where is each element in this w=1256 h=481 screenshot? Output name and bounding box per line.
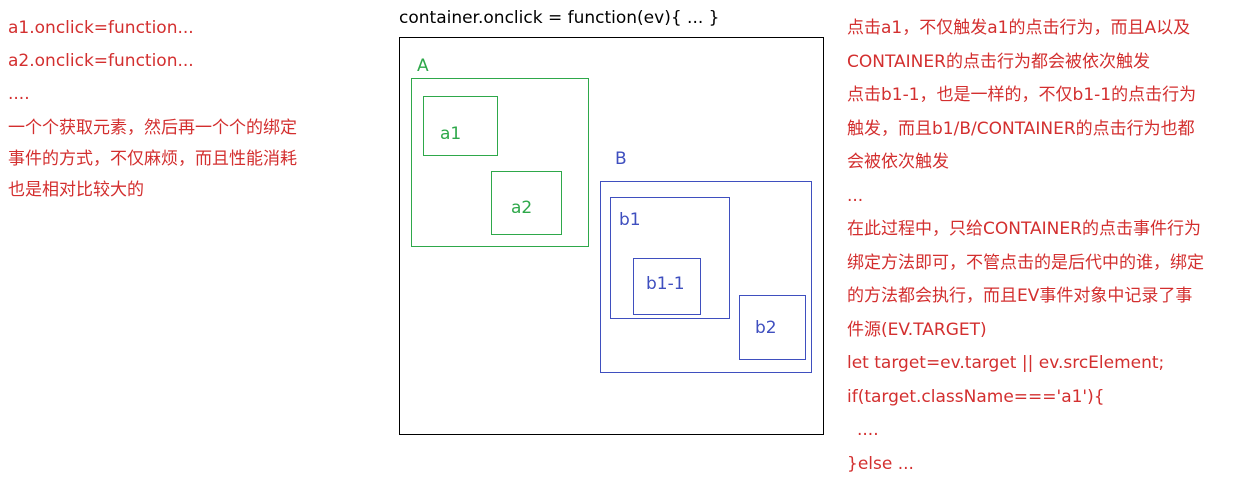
- box-B: b1 b1-1 b2: [600, 181, 812, 373]
- label-A: A: [417, 56, 429, 76]
- code-line: ....: [847, 414, 1252, 448]
- note-line: 事件的方式，不仅麻烦，而且性能消耗: [8, 144, 348, 175]
- label-a2: a2: [511, 198, 532, 218]
- container-box: A a1 a2 B b1 b1-1 b2: [399, 37, 824, 435]
- text-line: 触发，而且b1/B/CONTAINER的点击行为也都: [847, 113, 1252, 147]
- box-b1-1: b1-1: [633, 258, 701, 315]
- label-a1: a1: [440, 124, 461, 144]
- box-b1: b1 b1-1: [610, 197, 730, 319]
- code-line: if(target.className==='a1'){: [847, 381, 1252, 415]
- code-line: }else ...: [847, 448, 1252, 481]
- note-line: 一个个获取元素，然后再一个个的绑定: [8, 113, 348, 144]
- box-a2: a2: [491, 171, 562, 235]
- text-line: 的方法都会执行，而且EV事件对象中记录了事: [847, 280, 1252, 314]
- box-b2: b2: [739, 295, 806, 360]
- text-line: 在此过程中，只给CONTAINER的点击事件行为: [847, 213, 1252, 247]
- box-A: a1 a2: [411, 78, 589, 247]
- diagram-title: container.onclick = function(ev){ ... }: [399, 8, 720, 28]
- text-line: 件源(EV.TARGET): [847, 314, 1252, 348]
- text-line: 会被依次触发: [847, 146, 1252, 180]
- label-b2: b2: [755, 318, 777, 338]
- code-line-a2: a2.onclick=function...: [8, 45, 348, 78]
- box-a1: a1: [423, 96, 498, 156]
- left-explanation: 一个个获取元素，然后再一个个的绑定 事件的方式，不仅麻烦，而且性能消耗 也是相对…: [8, 113, 348, 206]
- text-line: 点击b1-1，也是一样的，不仅b1-1的点击行为: [847, 79, 1252, 113]
- label-b1: b1: [619, 210, 641, 230]
- label-b1-1: b1-1: [646, 274, 685, 294]
- text-line: 点击a1，不仅触发a1的点击行为，而且A以及: [847, 12, 1252, 46]
- right-explanation: 点击a1，不仅触发a1的点击行为，而且A以及 CONTAINER的点击行为都会被…: [847, 12, 1252, 481]
- code-line-ellipsis: ....: [8, 78, 348, 111]
- code-line-a1: a1.onclick=function...: [8, 12, 348, 45]
- note-line: 也是相对比较大的: [8, 175, 348, 206]
- text-line: ...: [847, 180, 1252, 214]
- text-line: CONTAINER的点击行为都会被依次触发: [847, 46, 1252, 80]
- text-line: 绑定方法即可，不管点击的是后代中的谁，绑定: [847, 247, 1252, 281]
- left-notes: a1.onclick=function... a2.onclick=functi…: [8, 12, 348, 206]
- label-B: B: [615, 149, 627, 169]
- code-line: let target=ev.target || ev.srcElement;: [847, 347, 1252, 381]
